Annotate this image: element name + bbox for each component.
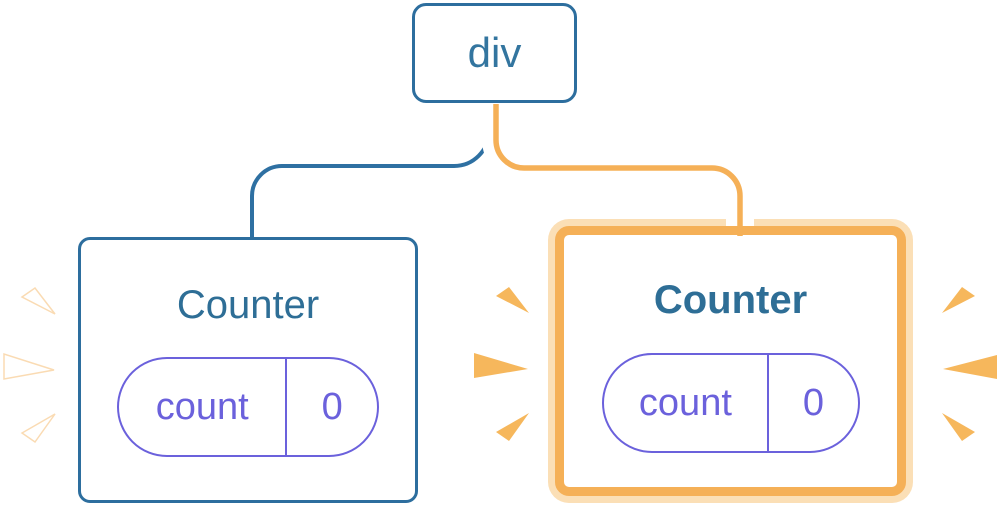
state-key-cell: count <box>604 355 770 451</box>
spark-icon <box>496 287 529 313</box>
spark-icon <box>474 353 528 378</box>
counter-card-right: Counter count 0 <box>555 226 906 496</box>
spark-icon <box>20 286 56 315</box>
spark-icon <box>943 355 997 379</box>
spark-icon <box>20 413 56 444</box>
spark-icon <box>496 413 529 441</box>
state-value-cell: 0 <box>321 385 343 428</box>
spark-icon <box>3 352 55 380</box>
spark-icon <box>942 287 975 313</box>
root-node-label: div <box>467 29 522 76</box>
counter-title: Counter <box>653 278 808 322</box>
connector-right-casing <box>482 104 754 226</box>
state-value-cell: 0 <box>802 381 824 424</box>
connector-left-line <box>250 104 491 239</box>
counter-title: Counter <box>176 283 320 327</box>
counter-card-left: Counter count 0 <box>78 237 418 503</box>
state-key-cell: count <box>119 359 288 455</box>
state-pill: count 0 <box>117 357 379 457</box>
state-pill: count 0 <box>601 353 860 453</box>
root-node: div <box>412 3 577 103</box>
spark-icon <box>942 413 975 441</box>
connector-right-line <box>493 104 743 236</box>
